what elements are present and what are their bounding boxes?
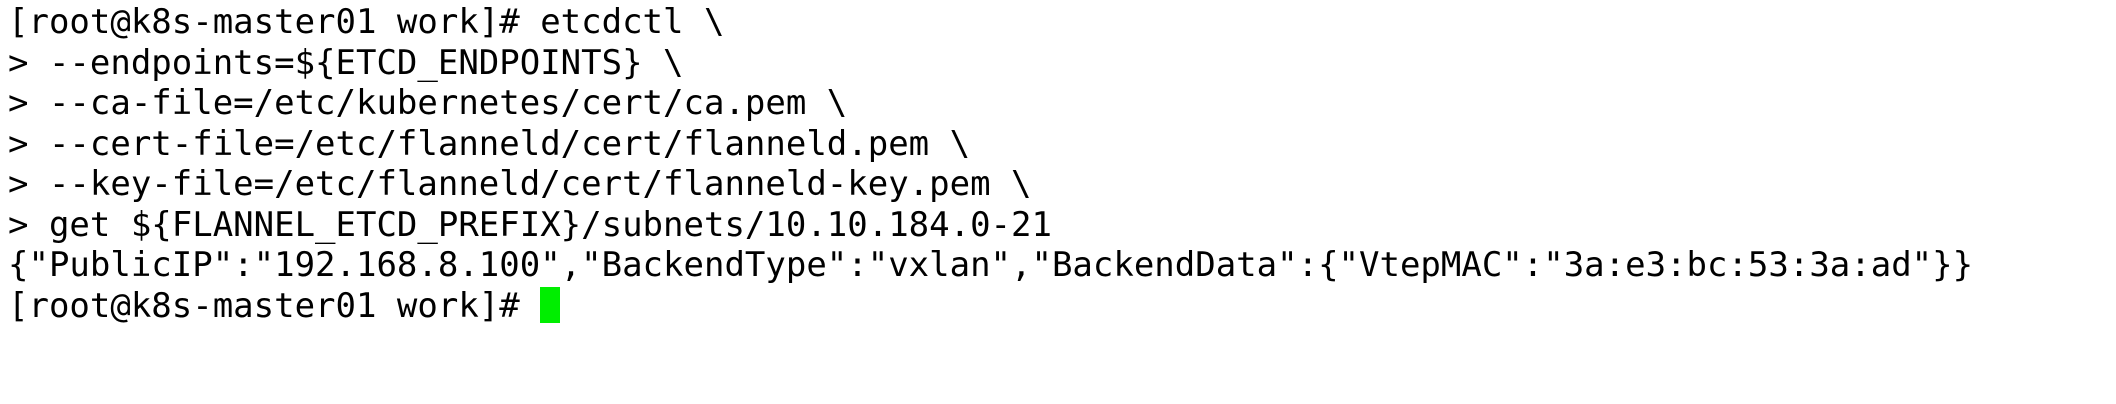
terminal-line-key-file: > --key-file=/etc/flanneld/cert/flanneld… xyxy=(8,164,1032,204)
terminal-prompt-line[interactable]: [root@k8s-master01 work]# xyxy=(8,286,2116,327)
terminal-line-get: > get ${FLANNEL_ETCD_PREFIX}/subnets/10.… xyxy=(8,204,1052,245)
terminal-cursor xyxy=(539,286,560,323)
terminal-line-output: {"PublicIP":"192.168.8.100","BackendType… xyxy=(8,245,1974,285)
terminal-line-ca-file: > --ca-file=/etc/kubernetes/cert/ca.pem … xyxy=(8,83,848,123)
terminal-line-cert-file: > --cert-file=/etc/flanneld/cert/flannel… xyxy=(8,123,971,164)
terminal-prompt: [root@k8s-master01 work]# xyxy=(8,285,520,326)
terminal-line-endpoints: > --endpoints=${ETCD_ENDPOINTS} \ xyxy=(8,42,684,83)
terminal-line-command: [root@k8s-master01 work]# etcdctl \ xyxy=(8,2,725,42)
